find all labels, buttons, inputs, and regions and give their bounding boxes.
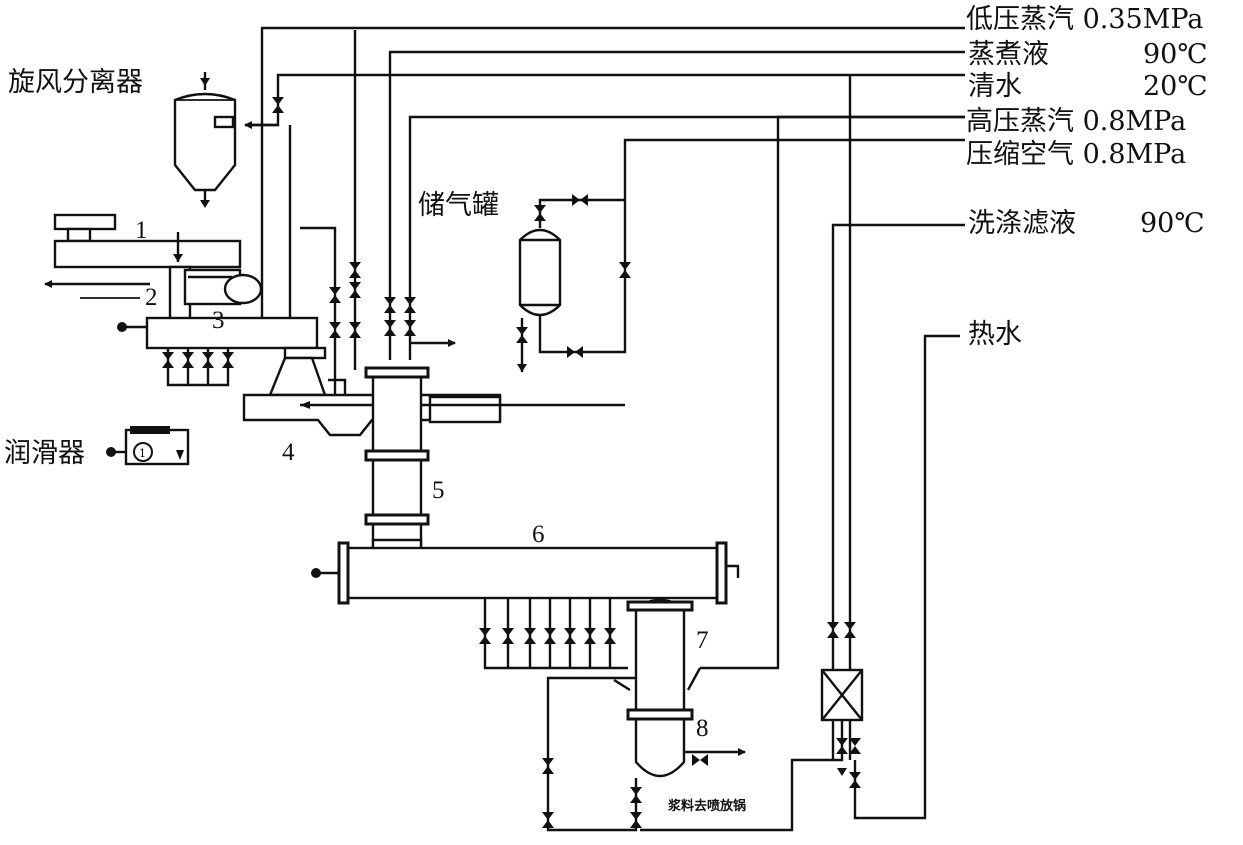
low-steam-line [260, 26, 965, 310]
cooking-liquor-temp: 90℃ [1143, 39, 1208, 70]
equipment-number-8: 8 [696, 715, 709, 742]
heat-exchanger [640, 668, 864, 832]
equipment-number-7: 7 [696, 627, 709, 654]
high-steam-label: 高压蒸汽 0.8MPa [966, 106, 1187, 137]
lubricator: 1 [106, 426, 190, 466]
gas-tank-label: 储气罐 [418, 190, 499, 221]
low-steam-label: 低压蒸汽 0.35MPa [966, 4, 1204, 35]
equipment-number-3: 3 [212, 307, 225, 334]
gas-storage-tank [517, 228, 562, 372]
horizontal-tube-6 [311, 541, 740, 670]
compressed-air-label: 压缩空气 0.8MPa [966, 139, 1187, 170]
cyclone-separator [173, 72, 278, 208]
plug-screw-2 [44, 265, 263, 324]
mixer-4 [242, 356, 625, 437]
equipment-number-5: 5 [432, 477, 445, 504]
wash-filtrate-label: 洗涤滤液 [968, 208, 1076, 239]
compressed-air-line [538, 138, 965, 354]
hot-water-line [853, 334, 960, 820]
vertical-tube-5 [364, 339, 456, 559]
equipment-number-2: 2 [145, 284, 158, 311]
wash-filtrate-line [831, 223, 965, 760]
screw-feeder-1 [53, 213, 242, 269]
clean-water-label: 清水 [968, 71, 1022, 102]
clean-water-temp: 20℃ [1143, 71, 1208, 102]
valves [162, 97, 861, 828]
lubricator-label: 润滑器 [4, 438, 85, 469]
cooking-liquor-label: 蒸煮液 [968, 39, 1049, 70]
svg-text:1: 1 [139, 447, 146, 460]
cyclone-label: 旋风分离器 [8, 67, 143, 98]
hot-water-label: 热水 [968, 319, 1022, 350]
cooking-liquor-line [388, 50, 965, 360]
feed-screw-3 [117, 226, 337, 398]
equipment-number-6: 6 [532, 521, 545, 548]
wash-filtrate-temp: 90℃ [1140, 208, 1205, 239]
pulp-outlet-label: 浆料去喷放锅 [668, 799, 747, 814]
equipment-number-4: 4 [282, 439, 295, 466]
high-steam-line [408, 115, 965, 670]
discharger-7-8 [546, 598, 746, 832]
equipment-number-1: 1 [135, 217, 148, 244]
